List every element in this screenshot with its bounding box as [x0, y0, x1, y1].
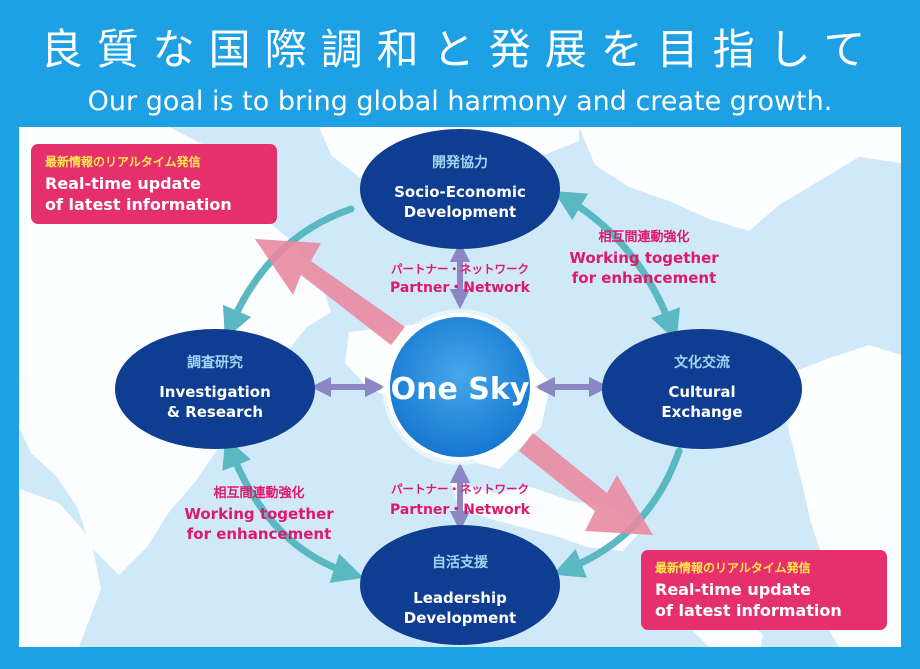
work-right-en2: for enhancement — [572, 269, 717, 287]
node-top-en1: Socio-Economic — [394, 183, 526, 201]
node-bottom-jp: 自活支援 — [432, 554, 489, 571]
partner-label-bottom: パートナー・ネットワーク Partner・Network — [390, 482, 531, 518]
page-title: 良質な国際調和と発展を目指して — [40, 25, 880, 74]
pink-arrow-top-left — [255, 239, 405, 345]
callout-tl-en2: of latest information — [45, 195, 232, 214]
node-bottom-en2: Development — [404, 609, 516, 627]
node-top-jp: 開発協力 — [432, 154, 488, 171]
callout-br-en1: Real-time update — [655, 580, 811, 599]
node-left-en2: & Research — [167, 403, 263, 421]
node-left-jp: 調査研究 — [187, 354, 243, 371]
diagram-panel: One Sky 開発協力 Socio-Economic Development … — [19, 127, 901, 647]
node-right-en1: Cultural — [668, 383, 735, 401]
node-left-en1: Investigation — [159, 383, 271, 401]
working-label-left: 相互間連動強化 Working together for enhancement — [184, 485, 334, 543]
partner-bottom-jp: パートナー・ネットワーク — [391, 482, 529, 496]
pink-arrow-bottom-right — [519, 433, 653, 535]
callout-top-left: 最新情報のリアルタイム発信 Real-time update of latest… — [31, 144, 277, 224]
working-label-right: 相互間連動強化 Working together for enhancement — [569, 229, 719, 287]
partner-arrows — [310, 241, 610, 532]
work-left-jp: 相互間連動強化 — [213, 485, 304, 501]
node-top-en2: Development — [404, 203, 516, 221]
arrow-left-to-bottom — [222, 436, 364, 583]
node-bottom-en1: Leadership — [413, 589, 507, 607]
node-leadership: 自活支援 Leadership Development — [360, 525, 560, 645]
page-subtitle: Our goal is to bring global harmony and … — [87, 86, 833, 117]
partner-top-jp: パートナー・ネットワーク — [391, 262, 529, 276]
node-cultural: 文化交流 Cultural Exchange — [602, 329, 802, 449]
partner-top-en: Partner・Network — [390, 280, 531, 296]
work-left-en1: Working together — [184, 505, 334, 523]
node-socio-economic: 開発協力 Socio-Economic Development — [360, 129, 560, 249]
diagram-canvas: One Sky 開発協力 Socio-Economic Development … — [19, 127, 901, 647]
work-right-jp: 相互間連動強化 — [598, 229, 689, 245]
center-label: One Sky — [391, 372, 530, 407]
node-right-jp: 文化交流 — [674, 354, 730, 371]
callout-br-en2: of latest information — [655, 601, 842, 620]
callout-tl-jp: 最新情報のリアルタイム発信 — [45, 154, 201, 169]
arrow-top-to-right — [553, 191, 680, 342]
partner-label-top: パートナー・ネットワーク Partner・Network — [390, 262, 531, 296]
work-right-en1: Working together — [569, 249, 719, 267]
callout-tl-en1: Real-time update — [45, 174, 201, 193]
callout-br-jp: 最新情報のリアルタイム発信 — [655, 560, 811, 575]
center-node: One Sky — [382, 309, 538, 465]
work-left-en2: for enhancement — [187, 525, 332, 543]
partner-bottom-en: Partner・Network — [390, 502, 531, 518]
callout-bottom-right: 最新情報のリアルタイム発信 Real-time update of latest… — [641, 550, 887, 630]
node-investigation: 調査研究 Investigation & Research — [115, 329, 315, 449]
node-right-en2: Exchange — [661, 403, 742, 421]
